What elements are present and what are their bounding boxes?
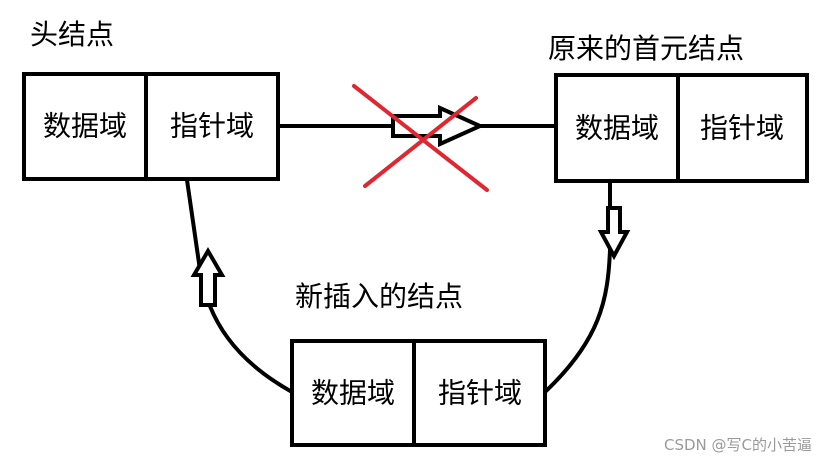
original-first-node-data-field: 数据域 xyxy=(575,112,659,145)
original-first-node-box xyxy=(554,73,809,183)
new-node-label: 新插入的结点 xyxy=(295,280,463,313)
head-link-to-new xyxy=(185,179,293,394)
original-first-node: 数据域 指针域 xyxy=(554,73,809,183)
head-node-label: 头结点 xyxy=(30,18,114,51)
head-node-pointer-field: 指针域 xyxy=(170,110,254,143)
original-first-node-label: 原来的首元结点 xyxy=(548,32,744,65)
head-link-to-new-hollow-arrow xyxy=(190,247,226,307)
head-node-data-field: 数据域 xyxy=(43,110,127,143)
head-node-box xyxy=(22,72,280,181)
watermark-text: CSDN @写C的小苦逼 xyxy=(664,436,812,454)
new-link-to-original-curve xyxy=(543,180,612,394)
cross-stroke-1 xyxy=(352,84,489,192)
cross-out-mark xyxy=(352,84,489,192)
new-node-pointer-field: 指针域 xyxy=(438,377,522,410)
new-node-data-field: 数据域 xyxy=(311,377,395,410)
new-link-to-original-hollow-arrow xyxy=(597,206,631,261)
original-first-node-pointer-field: 指针域 xyxy=(700,112,784,145)
new-link-to-original xyxy=(543,180,631,394)
cross-stroke-2 xyxy=(363,96,478,188)
head-node: 数据域 指针域 xyxy=(22,72,280,181)
new-node: 数据域 指针域 xyxy=(290,339,547,447)
new-node-box xyxy=(290,339,547,447)
old-link xyxy=(278,104,556,148)
